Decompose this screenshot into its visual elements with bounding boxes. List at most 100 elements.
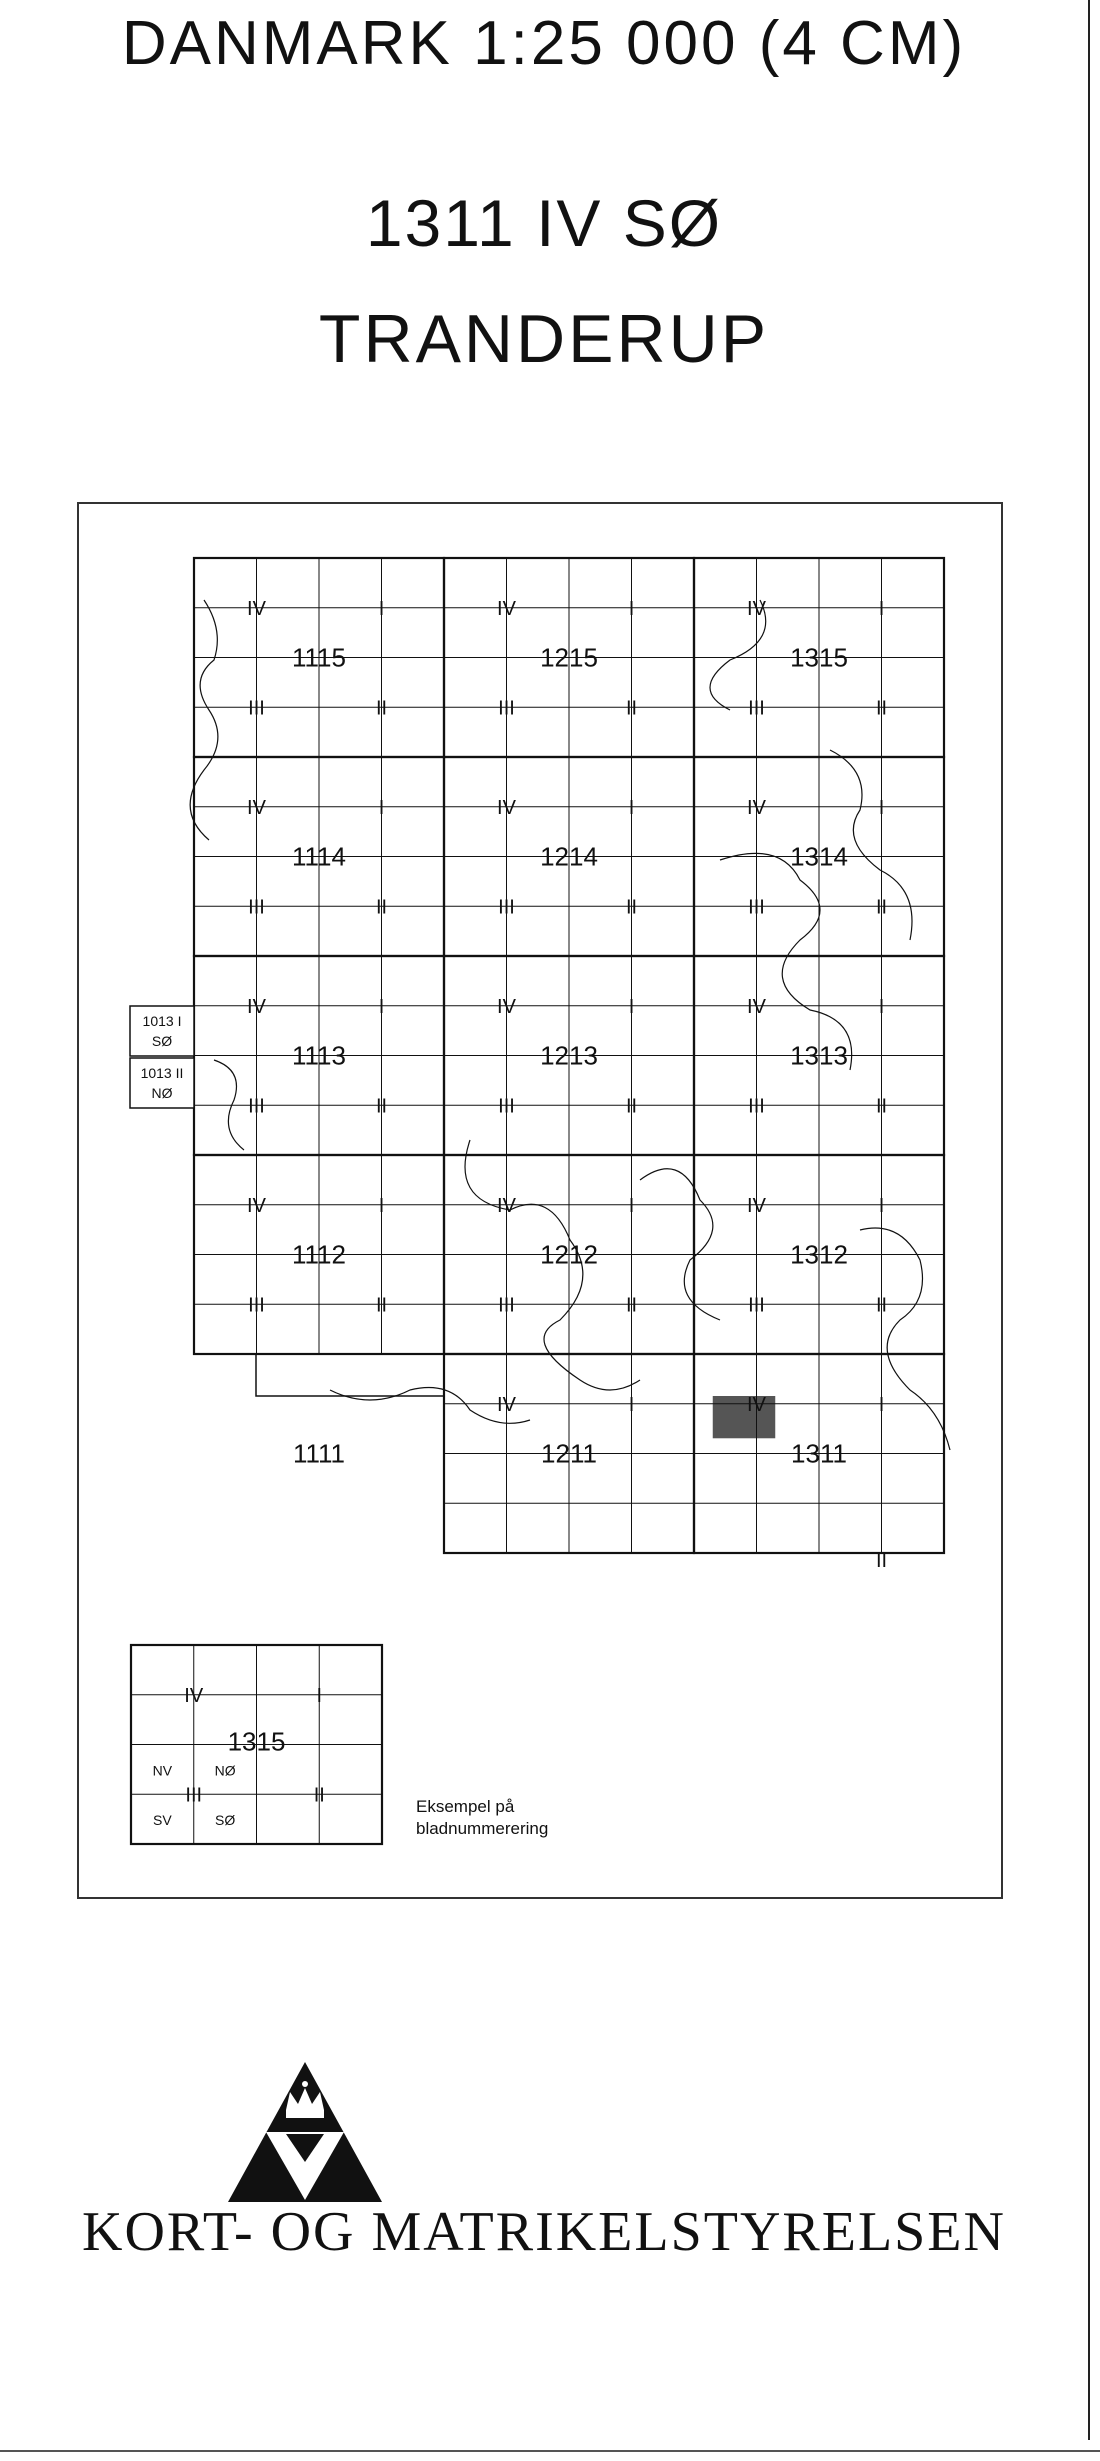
coastline: [189, 599, 219, 841]
coastline: [709, 599, 767, 711]
quadrant-label-iv: IV: [247, 996, 267, 1018]
map-block-4-2: [692, 1352, 946, 1555]
quadrant-label-i: I: [879, 1195, 885, 1217]
quadrant-label-iii: III: [748, 1294, 765, 1316]
quadrant-label-ii: II: [626, 1294, 637, 1316]
quadrant-label-ii: II: [376, 697, 387, 719]
coastline: [719, 852, 853, 1071]
example-caption: Eksempel på bladnummerering: [416, 1796, 548, 1840]
block-number-1111: 1111: [293, 1439, 345, 1469]
coastline: [639, 1168, 721, 1321]
quadrant-label-i: I: [629, 996, 635, 1018]
quadrant-label-iii: III: [748, 896, 765, 918]
side-sheet-box: [129, 1057, 195, 1109]
page-bottom-rule: [0, 2450, 1100, 2452]
quadrant-label-i: I: [879, 1394, 885, 1416]
quadrant-label-iii: III: [248, 896, 265, 918]
block-number-1311: 1311: [791, 1439, 847, 1469]
quadrant-label-i: I: [629, 1195, 635, 1217]
block-number-1313: 1313: [790, 1041, 848, 1071]
side-sheet-number: 1013 I: [143, 1013, 182, 1029]
coastline: [464, 1139, 641, 1391]
block-number-1212: 1212: [540, 1240, 598, 1270]
quadrant-label-i: I: [629, 797, 635, 819]
quadrant-label-ii: II: [376, 1294, 387, 1316]
example-grid: [129, 1643, 384, 1846]
block-number-1312: 1312: [790, 1240, 848, 1270]
coastline: [859, 1227, 951, 1451]
side-sheet-number: 1013 II: [141, 1065, 184, 1081]
quadrant-label-iv: IV: [747, 1394, 767, 1416]
quadrant-label-i: I: [379, 598, 385, 620]
quadrant-label-iv: IV: [747, 1195, 767, 1217]
example-block-number: 1315: [228, 1727, 286, 1757]
example-sub-sv: SV: [153, 1812, 172, 1828]
coastline: [329, 1386, 531, 1424]
quadrant-label-iv: IV: [747, 996, 767, 1018]
map-series-title: DANMARK 1:25 000 (4 CM): [121, 9, 967, 78]
block-number-1115: 1115: [292, 643, 346, 673]
quadrant-label-iii: III: [748, 1095, 765, 1117]
quadrant-label-i: I: [879, 797, 885, 819]
map-block-4-1: [442, 1352, 696, 1555]
quadrant-label-ii: II: [876, 1095, 887, 1117]
block-number-1112: 1112: [292, 1240, 346, 1270]
quadrant-label-iii: III: [498, 697, 515, 719]
quadrant-label-ii: II: [876, 896, 887, 918]
crown-triangle-logo: [228, 2062, 382, 2202]
quadrant-label-ii: II: [626, 1095, 637, 1117]
example-sub-nv: NV: [153, 1762, 173, 1778]
map-block-3-1: [442, 1153, 696, 1356]
quadrant-label-iv: IV: [497, 797, 517, 819]
block-number-1314: 1314: [790, 842, 848, 872]
quadrant-label-iv: IV: [497, 1394, 517, 1416]
page-edge-rule: [1088, 0, 1090, 2440]
quadrant-label-ii: II: [626, 896, 637, 918]
block-number-1113: 1113: [292, 1041, 346, 1071]
quadrant-label-i: I: [629, 598, 635, 620]
quadrant-label-iii: III: [248, 697, 265, 719]
coastline: [829, 749, 913, 941]
quadrant-label-iv: IV: [247, 1195, 267, 1217]
block-1111-outline: [255, 1354, 444, 1397]
sheet-number: 1311 IV SØ: [365, 186, 723, 260]
quadrant-label-i: I: [379, 996, 385, 1018]
quadrant-label-iv: IV: [247, 797, 267, 819]
quadrant-label-ii: II: [626, 697, 637, 719]
block-number-1214: 1214: [540, 842, 598, 872]
highlighted-sheet-cell: [712, 1396, 776, 1439]
quadrant-label-ii: II: [376, 1095, 387, 1117]
quadrant-label-iii: III: [248, 1294, 265, 1316]
quadrant-label-iv: IV: [497, 1195, 517, 1217]
quadrant-label-i: I: [879, 598, 885, 620]
agency-name: KORT- OG MATRIKELSTYRELSEN: [82, 2201, 1006, 2263]
block-number-1315: 1315: [790, 643, 848, 673]
example-sub-so: SØ: [215, 1812, 235, 1828]
block-number-1213: 1213: [540, 1041, 598, 1071]
quadrant-label-i: I: [629, 1394, 635, 1416]
block-number-1215: 1215: [540, 643, 598, 673]
quadrant-label-iii: III: [748, 697, 765, 719]
quadrant-label-iv: IV: [247, 598, 267, 620]
quadrant-label-i: I: [379, 797, 385, 819]
side-sheet-sub: SØ: [152, 1033, 172, 1049]
sheet-index-frame: [77, 502, 1003, 1899]
block-number-1114: 1114: [292, 842, 346, 872]
example-caption-line2: bladnummerering: [416, 1819, 549, 1838]
quadrant-label-ii: II: [876, 697, 887, 719]
quadrant-label-iv: IV: [497, 598, 517, 620]
coastline: [213, 1059, 245, 1151]
quadrant-label-ii: II: [376, 896, 387, 918]
quadrant-label-i: I: [379, 1195, 385, 1217]
quadrant-label-i: I: [879, 996, 885, 1018]
example-sub-no: NØ: [215, 1762, 236, 1778]
side-sheet-sub: NØ: [152, 1085, 173, 1101]
side-sheet-box: [129, 1005, 195, 1057]
quadrant-label-iii: III: [498, 896, 515, 918]
example-quadrant-iv: IV: [184, 1685, 204, 1707]
quadrant-label-ii: II: [876, 1294, 887, 1316]
quadrant-label-iv: IV: [747, 797, 767, 819]
block-number-1211: 1211: [541, 1439, 597, 1469]
example-quadrant-iii: III: [185, 1784, 202, 1806]
